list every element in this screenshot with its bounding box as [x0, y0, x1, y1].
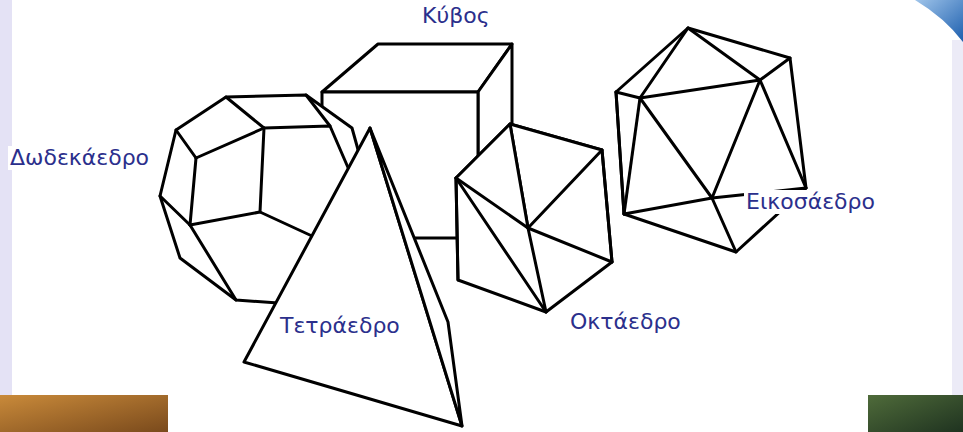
- photo-fragment: [868, 395, 963, 432]
- octahedron-figure: [456, 124, 612, 312]
- side-band: [0, 0, 12, 432]
- corner-swoosh: [915, 0, 963, 42]
- shape-name: Κύβος: [420, 4, 492, 28]
- shape-name: Δωδεκάεδρο: [8, 146, 151, 170]
- tetrahedron-figure: [244, 128, 462, 426]
- shape-name: Τετράεδρο: [278, 314, 402, 338]
- side-band: [952, 40, 963, 395]
- icosahedron-figure: [616, 28, 806, 252]
- photo-fragment: [0, 395, 168, 432]
- shape-name: Οκτάεδρο: [568, 310, 683, 334]
- shape-name: Εικοσάεδρο: [744, 190, 877, 214]
